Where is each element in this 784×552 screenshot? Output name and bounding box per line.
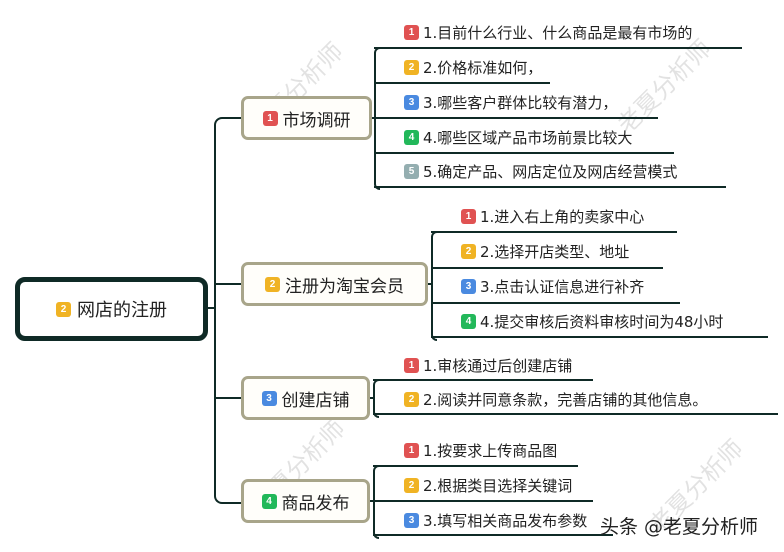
leaf-item[interactable]: 4 4.提交审核后资料审核时间为48小时 (461, 310, 723, 332)
leaf-label: 4.提交审核后资料审核时间为48小时 (480, 312, 724, 331)
connector (370, 397, 375, 399)
leaf-label: 3.填写相关商品发布参数 (423, 511, 588, 530)
priority-2-icon: 2 (56, 301, 71, 317)
branch-bracket (373, 465, 379, 539)
topic-product-publish[interactable]: 4 商品发布 (241, 479, 370, 523)
topic-label: 创建店铺 (281, 390, 350, 411)
leaf-label: 5.确定产品、网店定位及网店经营模式 (423, 162, 678, 181)
leaf-item[interactable]: 2 2.价格标准如何， (404, 56, 542, 78)
leaf-item[interactable]: 1 1.按要求上传商品图 (404, 439, 557, 461)
leaf-item[interactable]: 4 4.哪些区域产品市场前景比较大 (404, 126, 632, 148)
underline (373, 500, 593, 502)
priority-2-icon: 2 (404, 59, 419, 75)
underline (374, 47, 742, 49)
leaf-item[interactable]: 2 2.选择开店类型、地址 (461, 240, 629, 262)
priority-3-icon: 3 (461, 278, 476, 294)
underline (431, 231, 677, 233)
branch-bracket (431, 231, 437, 341)
topic-label: 注册为淘宝会员 (285, 276, 404, 297)
priority-4-icon: 4 (404, 129, 419, 145)
topic-register-taobao[interactable]: 2 注册为淘宝会员 (241, 262, 428, 306)
leaf-label: 1.目前什么行业、什么商品是最有市场的 (423, 23, 693, 42)
leaf-item[interactable]: 1 1.进入右上角的卖家中心 (461, 205, 644, 227)
topic-market-research[interactable]: 1 市场调研 (241, 96, 372, 140)
priority-3-icon: 3 (404, 94, 419, 110)
underline (431, 302, 680, 304)
underline (373, 465, 578, 467)
leaf-item[interactable]: 2 2.根据类目选择关键词 (404, 474, 572, 496)
leaf-item[interactable]: 1 1.审核通过后创建店铺 (404, 354, 572, 376)
priority-1-icon: 1 (404, 442, 419, 458)
priority-3-icon: 3 (404, 512, 419, 528)
leaf-label: 1.审核通过后创建店铺 (423, 356, 573, 375)
underline (374, 152, 674, 154)
root-label: 网店的注册 (77, 300, 167, 321)
priority-1-icon: 1 (404, 24, 419, 40)
priority-2-icon: 2 (404, 477, 419, 493)
leaf-item[interactable]: 5 5.确定产品、网店定位及网店经营模式 (404, 160, 677, 182)
connector (370, 500, 375, 502)
leaf-item[interactable]: 2 2.阅读并同意条款，完善店铺的其他信息。 (404, 388, 707, 410)
connector-topic-3 (214, 397, 242, 399)
underline (431, 267, 663, 269)
underline (374, 82, 550, 84)
leaf-label: 1.进入右上角的卖家中心 (480, 207, 645, 226)
leaf-label: 2.阅读并同意条款，完善店铺的其他信息。 (423, 390, 708, 409)
priority-1-icon: 1 (404, 357, 419, 373)
underline (373, 413, 778, 415)
priority-2-icon: 2 (461, 243, 476, 259)
leaf-item[interactable]: 3 3.填写相关商品发布参数 (404, 509, 587, 531)
root-bracket (214, 117, 244, 504)
priority-2-icon: 2 (404, 391, 419, 407)
leaf-label: 3.点击认证信息进行补齐 (480, 277, 645, 296)
leaf-label: 4.哪些区域产品市场前景比较大 (423, 128, 633, 147)
underline (374, 186, 726, 188)
connector-topic-2 (214, 283, 242, 285)
priority-5-icon: 5 (404, 163, 419, 179)
priority-4-icon: 4 (461, 313, 476, 329)
underline (373, 534, 613, 536)
topic-label: 市场调研 (282, 110, 351, 131)
leaf-item[interactable]: 3 3.点击认证信息进行补齐 (461, 275, 644, 297)
source-credit: 头条 @老夏分析师 (600, 516, 759, 538)
priority-3-icon: 3 (261, 390, 277, 406)
topic-label: 商品发布 (281, 493, 350, 514)
leaf-label: 3.哪些客户群体比较有潜力， (423, 93, 618, 112)
leaf-label: 2.选择开店类型、地址 (480, 242, 630, 261)
underline (373, 379, 593, 381)
root-connector (203, 307, 216, 309)
topic-create-store[interactable]: 3 创建店铺 (241, 376, 370, 420)
leaf-label: 2.根据类目选择关键词 (423, 476, 573, 495)
priority-1-icon: 1 (262, 110, 278, 126)
leaf-label: 2.价格标准如何， (423, 58, 543, 77)
underline (374, 117, 658, 119)
connector (428, 283, 433, 285)
leaf-item[interactable]: 1 1.目前什么行业、什么商品是最有市场的 (404, 21, 692, 43)
leaf-item[interactable]: 3 3.哪些客户群体比较有潜力， (404, 91, 617, 113)
leaf-label: 1.按要求上传商品图 (423, 441, 558, 460)
priority-4-icon: 4 (261, 493, 277, 509)
priority-1-icon: 1 (461, 208, 476, 224)
priority-2-icon: 2 (265, 276, 280, 292)
underline (431, 336, 768, 338)
root-node[interactable]: 2 网店的注册 (15, 277, 208, 341)
